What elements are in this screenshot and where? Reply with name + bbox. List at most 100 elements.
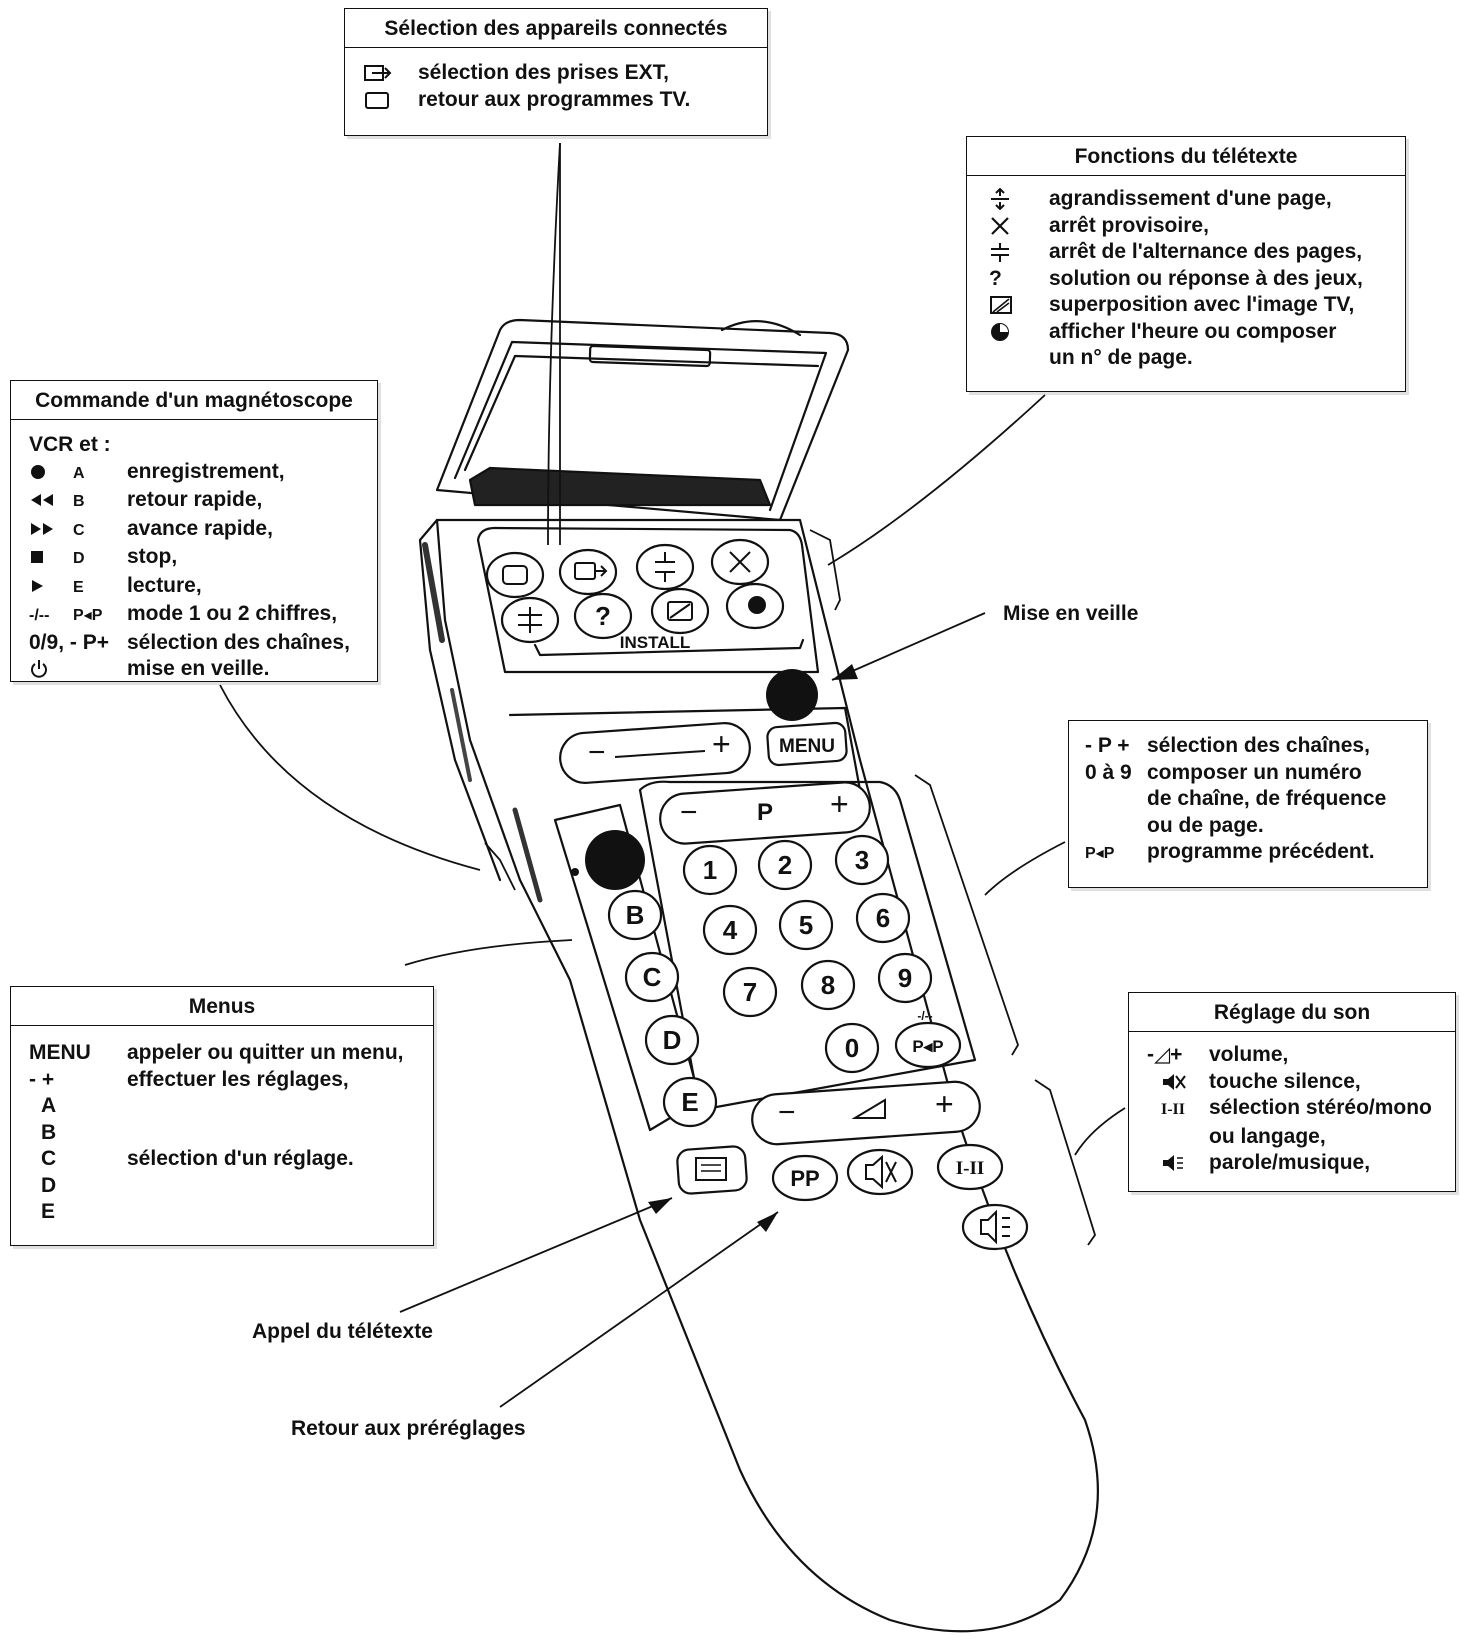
vcr-key-b-label: B — [626, 900, 645, 930]
digit-key-7-label: 7 — [743, 977, 757, 1007]
channels-row-plusminus: - P + sélection des chaînes, — [1085, 734, 1370, 757]
vcr-control-box: Commande d'un magnétoscope VCR et : A en… — [10, 380, 378, 682]
svg-text:+: + — [830, 786, 849, 822]
digit-key-7[interactable]: 7 — [722, 966, 778, 1018]
vcr-key-e-label: E — [681, 1087, 698, 1117]
digit-key-3-label: 3 — [855, 845, 869, 875]
vcr-intro: VCR et : — [29, 433, 111, 456]
sound-row-language: ou langage, — [1209, 1124, 1326, 1148]
sound-settings-box: Réglage du son -◿+ volume, touche silenc… — [1128, 992, 1456, 1192]
digit-key-2[interactable]: 2 — [757, 839, 813, 891]
speech-music-icon — [1163, 1155, 1183, 1172]
remote-body — [435, 518, 1099, 1633]
vcr-row-record: A enregistrement, — [29, 459, 361, 488]
vcr-key-b[interactable]: B — [607, 889, 663, 941]
volume-icon: -◿+ — [1147, 1043, 1183, 1066]
digit-key-6[interactable]: 6 — [855, 892, 911, 944]
svg-text:PP: PP — [790, 1166, 819, 1191]
digit-key-4[interactable]: 4 — [702, 904, 758, 956]
menus-row-plusminus: - +effectuer les réglages, — [29, 1067, 349, 1091]
hold-icon — [991, 243, 1009, 263]
volume-rocker — [751, 1080, 981, 1146]
menus-row-a: A — [41, 1094, 57, 1117]
program-rocker — [659, 781, 871, 845]
previous-program-button — [894, 1021, 962, 1069]
teletext-row-hold: arrêt de l'alternance des pages, — [989, 239, 1389, 266]
reveal-button — [573, 592, 633, 640]
mix-icon — [990, 296, 1012, 315]
tv-square-icon — [365, 91, 389, 109]
digit-key-0[interactable]: 0 — [824, 1022, 880, 1074]
digit-key-6-label: 6 — [876, 903, 890, 933]
play-triangle-icon — [32, 579, 43, 592]
record-button — [585, 830, 645, 890]
digit-key-8[interactable]: 8 — [800, 959, 856, 1011]
keypad-panel — [638, 780, 977, 1112]
enlarge-button — [635, 543, 695, 591]
digit-key-1[interactable]: 1 — [682, 844, 738, 896]
clock-icon — [991, 322, 1009, 341]
vcr-key-c-label: C — [643, 962, 662, 992]
vcr-row-digits-mode: -/-- P◂P mode 1 ou 2 chiffres, — [29, 602, 338, 625]
install-label: INSTALL — [620, 633, 691, 652]
digit-key-9-label: 9 — [898, 963, 912, 993]
standby-button — [766, 669, 818, 721]
svg-text:P: P — [757, 799, 773, 826]
digit-key-4-label: 4 — [723, 915, 738, 945]
teletext-row-enlarge: agrandissement d'une page, — [989, 186, 1389, 213]
connected-devices-box: Sélection des appareils connectés sélect… — [344, 8, 768, 136]
svg-text:−: − — [680, 796, 698, 829]
standby-label: Mise en veille — [1003, 602, 1139, 625]
sound-settings-title: Réglage du son — [1129, 993, 1455, 1032]
tv-button — [485, 551, 545, 599]
vcr-key-d[interactable]: D — [644, 1014, 700, 1066]
digit-key-2-label: 2 — [778, 850, 792, 880]
record-dot-icon — [31, 464, 45, 479]
sound-row-stereo: I-II sélection stéréo/mono — [1161, 1096, 1432, 1119]
digit-key-5[interactable]: 5 — [778, 899, 834, 951]
digit-key-1-label: 1 — [703, 855, 717, 885]
presets-label: Retour aux préréglages — [291, 1417, 526, 1440]
lid-recess — [468, 466, 772, 507]
connected-devices-title: Sélection des appareils connectés — [345, 9, 767, 48]
clock-dot — [748, 596, 766, 614]
sound-row-mute: touche silence, — [1147, 1069, 1439, 1096]
digit-key-5-label: 5 — [799, 910, 813, 940]
svg-text:?: ? — [595, 601, 611, 631]
connected-row-tv: retour aux programmes TV. — [363, 87, 751, 114]
power-icon — [31, 660, 47, 679]
enlarge-icon — [991, 188, 1009, 211]
vcr-key-c[interactable]: C — [624, 951, 680, 1003]
connected-row-ext: sélection des prises EXT, — [363, 60, 751, 87]
mute-button — [846, 1148, 914, 1196]
teletext-call-label: Appel du télétexte — [252, 1320, 433, 1343]
channels-row-cont1: de chaîne, de fréquence — [1147, 787, 1387, 810]
teletext-row-page: un n° de page. — [1049, 346, 1193, 369]
menus-row-e: E — [41, 1200, 56, 1223]
teletext-functions-title: Fonctions du télétexte — [967, 137, 1405, 176]
digit-key-3[interactable]: 3 — [834, 834, 890, 886]
menu-button — [766, 721, 848, 767]
channels-row-cont2: ou de page. — [1147, 813, 1264, 837]
volume-rocker-top — [559, 722, 751, 784]
volume-panel — [508, 706, 862, 792]
vcr-row-channels: 0/9, - P+ sélection des chaînes, — [29, 630, 350, 654]
digit-key-8-label: 8 — [821, 970, 835, 1000]
vcr-row-stop: D stop, — [29, 544, 361, 573]
sound-row-speech: parole/musique, — [1147, 1150, 1439, 1177]
vcr-row-standby: mise en veille. — [29, 656, 361, 683]
svg-text:MENU: MENU — [779, 736, 835, 757]
vcr-key-e[interactable]: E — [662, 1076, 718, 1128]
svg-text:+: + — [712, 726, 731, 762]
digit-key-9[interactable]: 9 — [877, 952, 933, 1004]
channels-row-digits: 0 à 9 composer un numéro — [1085, 760, 1362, 784]
teletext-functions-box: Fonctions du télétexte agrandissement d'… — [966, 136, 1406, 392]
reveal-icon: ? — [989, 266, 1002, 290]
stereo-button — [936, 1143, 1004, 1191]
svg-text:-/--: -/-- — [917, 1009, 932, 1023]
digit-key-0-label: 0 — [845, 1033, 859, 1063]
